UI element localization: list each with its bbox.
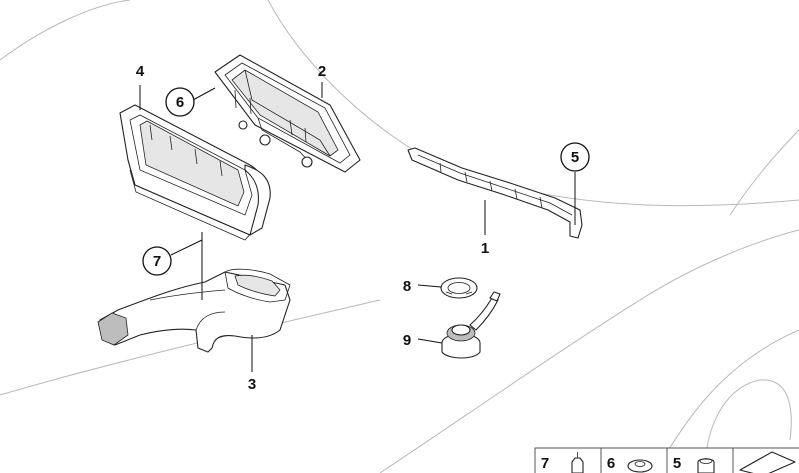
callout-7: 7 [153, 253, 161, 270]
callout-9: 9 [403, 332, 411, 349]
leader-lines [139, 82, 576, 372]
callout-2: 2 [318, 63, 326, 80]
legend-item-5: 5 [673, 455, 681, 472]
callout-5-circle [560, 142, 590, 172]
callout-6: 6 [176, 94, 184, 111]
callout-6-circle [165, 87, 195, 117]
callout-7-circle [142, 246, 172, 276]
part-3-hose-duct [97, 268, 291, 353]
part-8-ring-washer [440, 277, 478, 299]
callout-5: 5 [571, 149, 579, 166]
callouts: 4 2 6 5 1 7 8 9 3 [136, 63, 590, 393]
callout-1: 1 [481, 240, 489, 257]
clip-icon [571, 452, 584, 473]
part-1-trim-strip [407, 147, 583, 239]
callout-4: 4 [136, 63, 145, 80]
part-9-grommet [441, 291, 501, 359]
grommet-icon [697, 458, 715, 473]
part-4-air-duct-housing [119, 104, 271, 241]
part-2-grille-frame [214, 54, 361, 173]
wedge-icon [739, 451, 796, 473]
callout-3: 3 [248, 376, 256, 393]
legend-item-7: 7 [541, 455, 549, 472]
legend-item-6: 6 [607, 455, 615, 472]
callout-8: 8 [403, 278, 411, 295]
nut-icon [627, 459, 653, 473]
legend-strip: 7 6 5 [534, 447, 799, 473]
